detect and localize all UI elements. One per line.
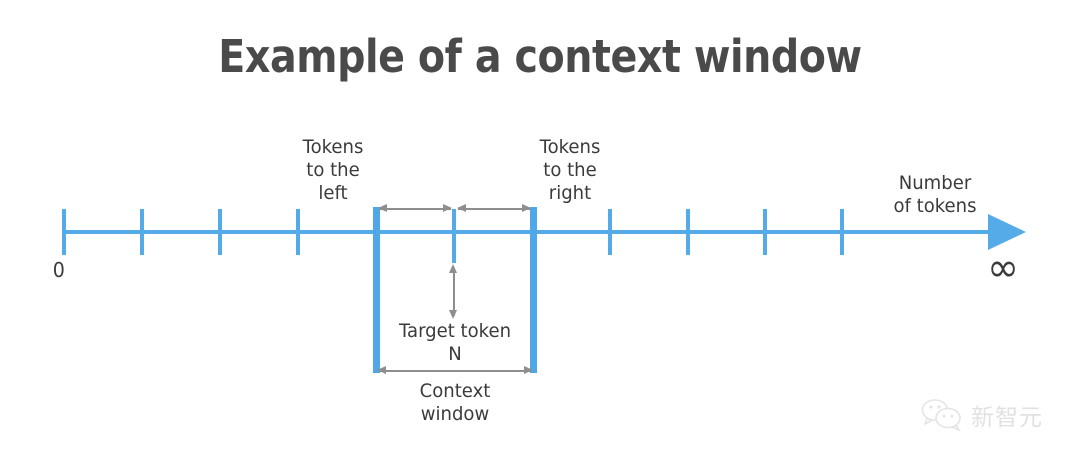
axis-arrowhead-icon (988, 214, 1026, 250)
tokens-right-arrow-start-icon (457, 204, 466, 212)
context-window-arrow-start-icon (377, 366, 386, 374)
target-token-arrow-up-icon (449, 264, 457, 273)
axis-origin-label: 0 (52, 258, 65, 282)
watermark: 新智元 (920, 398, 1043, 432)
target-token-tick (452, 209, 456, 263)
tokens-left-arrow-start-icon (378, 204, 387, 212)
axis-tick (763, 209, 767, 255)
tokens-to-the-right-label: Tokens to the right (539, 136, 601, 205)
context-window-arrow-end-icon (524, 366, 533, 374)
axis-tick (296, 209, 300, 255)
target-token-label: Target token N (398, 320, 512, 366)
watermark-text: 新智元 (971, 405, 1043, 431)
target-token-arrow-down-icon (449, 310, 457, 319)
axis-tick (608, 209, 612, 255)
tokens-left-measure-line (379, 208, 451, 210)
token-axis-line (62, 230, 992, 234)
axis-infinity-label: ∞ (987, 245, 1019, 291)
page-title: Example of a context window (218, 30, 862, 83)
axis-tick (686, 209, 690, 255)
axis-tick (218, 209, 222, 255)
number-of-tokens-label: Number of tokens (893, 172, 977, 218)
tokens-right-arrow-end-icon (522, 204, 531, 212)
tokens-right-measure-line (458, 208, 530, 210)
axis-tick (840, 209, 844, 255)
context-window-label: Context window (419, 380, 491, 426)
target-token-measure-line (453, 268, 455, 316)
tokens-to-the-left-label: Tokens to the left (302, 136, 364, 205)
tokens-left-arrow-end-icon (443, 204, 452, 212)
context-window-measure-line (379, 370, 531, 372)
context-window-left-boundary (373, 207, 380, 373)
axis-tick (62, 209, 66, 255)
wechat-bubbles-icon (921, 399, 961, 432)
context-window-right-boundary (530, 207, 537, 373)
axis-tick (140, 209, 144, 255)
